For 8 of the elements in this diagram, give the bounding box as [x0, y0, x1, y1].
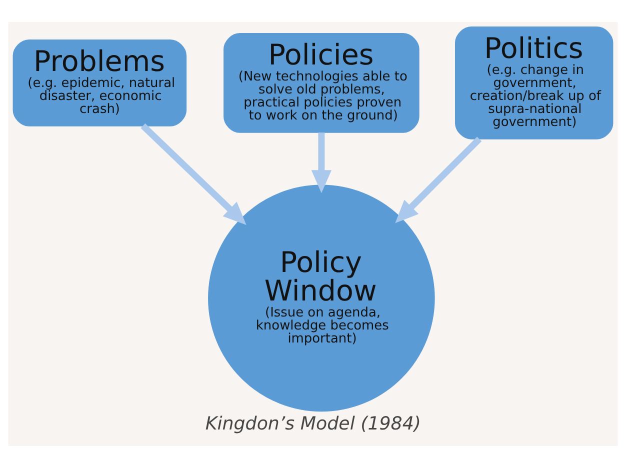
arrow	[140, 122, 246, 224]
arrow	[311, 132, 332, 193]
node-box: Policies (New technologies able to solve old problems, practical policies proven to work on the ground)	[224, 32, 420, 132]
node-circle: Policy Window (Issue on agenda, knowledge becomes important)	[208, 184, 435, 412]
arrow	[395, 136, 482, 223]
node-box: Problems (e.g. epidemic, natural disaster, economic crash)	[12, 39, 187, 126]
node-box: Politics (e.g. change in government, creation/break up of supra-national government)	[455, 26, 614, 139]
caption: Kingdon’s Model (1984)	[205, 412, 421, 434]
